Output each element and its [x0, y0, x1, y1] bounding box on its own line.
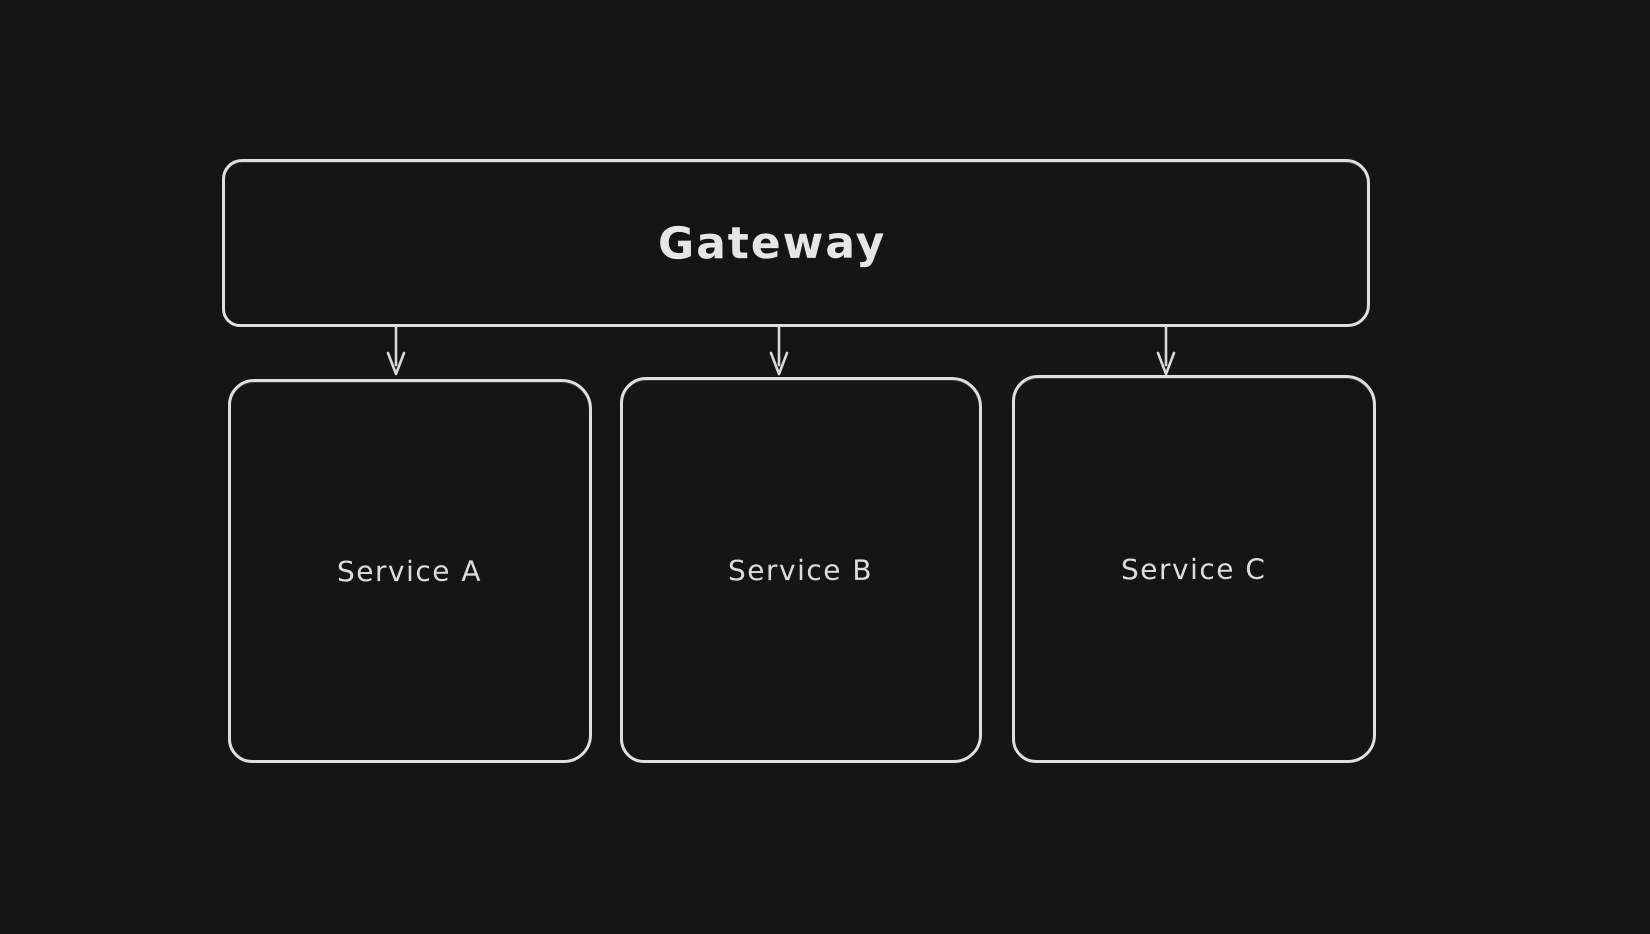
arrow-gateway-to-service-b[interactable] [763, 325, 795, 379]
arrow-gateway-to-service-a[interactable] [380, 325, 412, 379]
gateway-node[interactable]: Gateway [222, 159, 1370, 327]
service-c-label: Service C [1121, 552, 1267, 586]
service-b-node[interactable]: Service B [620, 377, 982, 763]
gateway-label: Gateway [657, 216, 887, 270]
service-a-label: Service A [337, 554, 483, 588]
down-arrow-icon [769, 325, 789, 376]
service-a-node[interactable]: Service A [228, 379, 592, 763]
service-c-node[interactable]: Service C [1012, 375, 1376, 763]
service-b-label: Service B [728, 553, 874, 587]
down-arrow-icon [386, 325, 406, 376]
arrow-gateway-to-service-c[interactable] [1150, 325, 1182, 379]
down-arrow-icon [1156, 325, 1176, 376]
